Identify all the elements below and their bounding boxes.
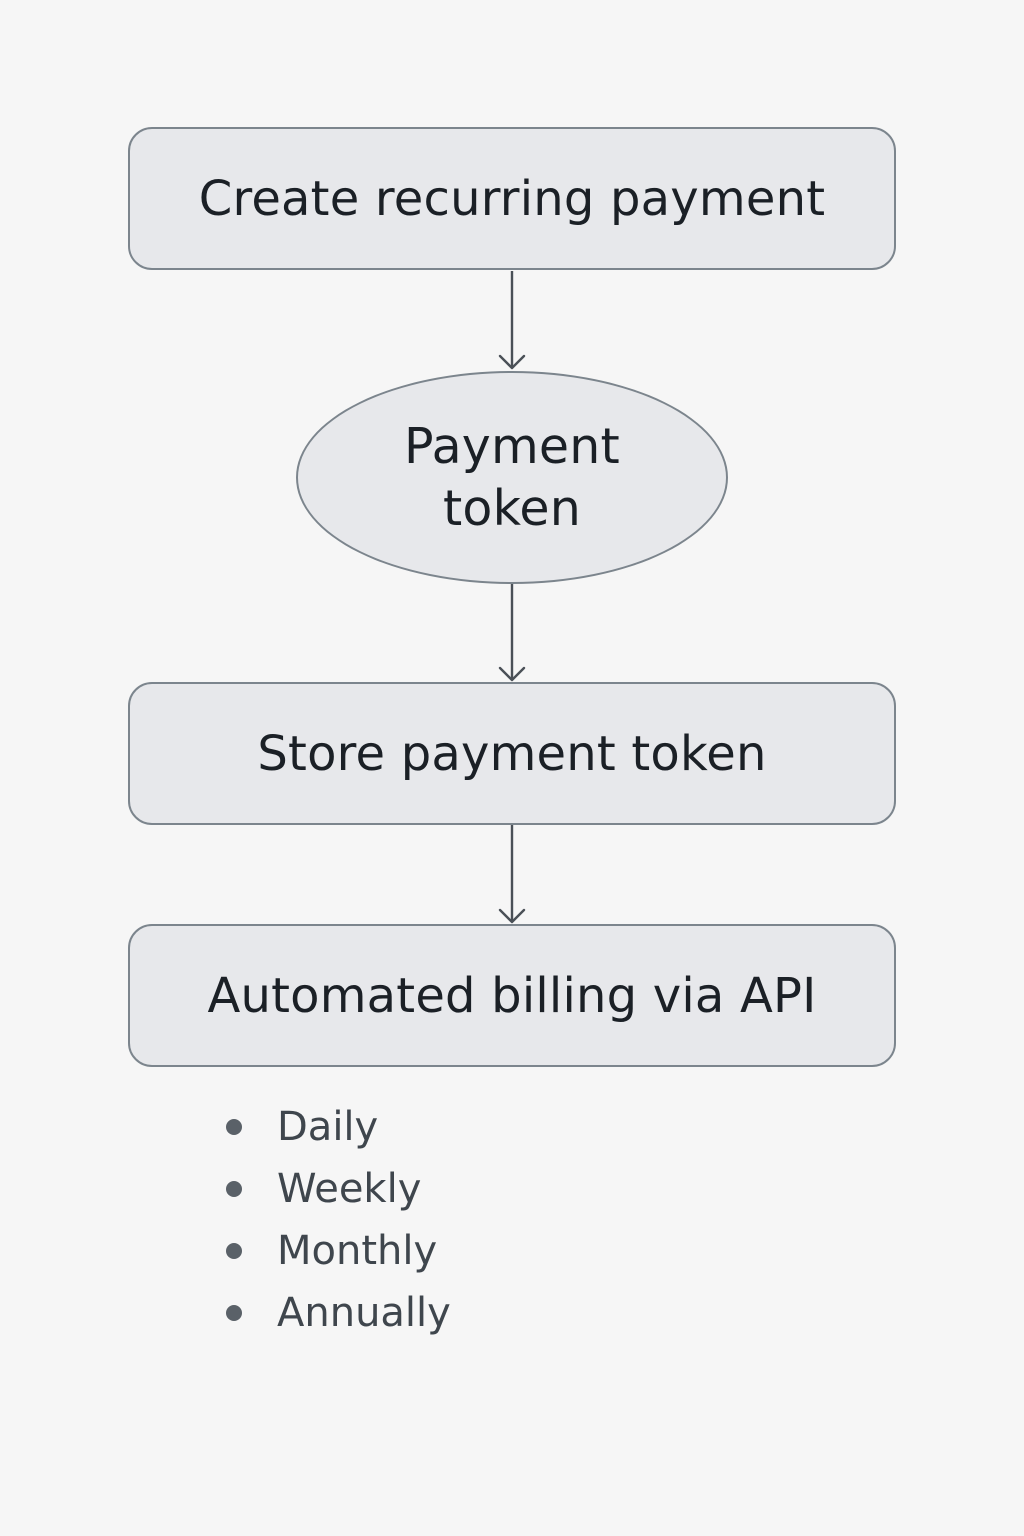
bullet-icon	[226, 1243, 242, 1259]
node-token-label: Payment token	[404, 417, 620, 537]
node-billing-label: Automated billing via API	[207, 967, 817, 1024]
arrowhead-token-to-store	[498, 666, 526, 682]
node-automated-billing: Automated billing via API	[128, 924, 896, 1067]
list-item: Monthly	[222, 1222, 451, 1284]
list-item: Daily	[222, 1098, 451, 1160]
frequency-annually: Annually	[277, 1290, 451, 1336]
frequency-weekly: Weekly	[277, 1166, 422, 1212]
bullet-icon	[226, 1181, 242, 1197]
frequency-monthly: Monthly	[277, 1228, 438, 1274]
node-store-payment-token: Store payment token	[128, 682, 896, 825]
node-create-label: Create recurring payment	[198, 170, 826, 227]
list-item: Weekly	[222, 1160, 451, 1222]
node-payment-token: Payment token	[296, 371, 728, 584]
node-store-label: Store payment token	[257, 725, 767, 782]
list-item: Annually	[222, 1284, 451, 1346]
node-create-recurring-payment: Create recurring payment	[128, 127, 896, 270]
frequency-daily: Daily	[277, 1104, 379, 1150]
arrowhead-create-to-token	[498, 354, 526, 370]
bullet-icon	[226, 1305, 242, 1321]
arrowhead-store-to-billing	[498, 908, 526, 924]
billing-frequency-list: Daily Weekly Monthly Annually	[222, 1098, 451, 1346]
bullet-icon	[226, 1119, 242, 1135]
